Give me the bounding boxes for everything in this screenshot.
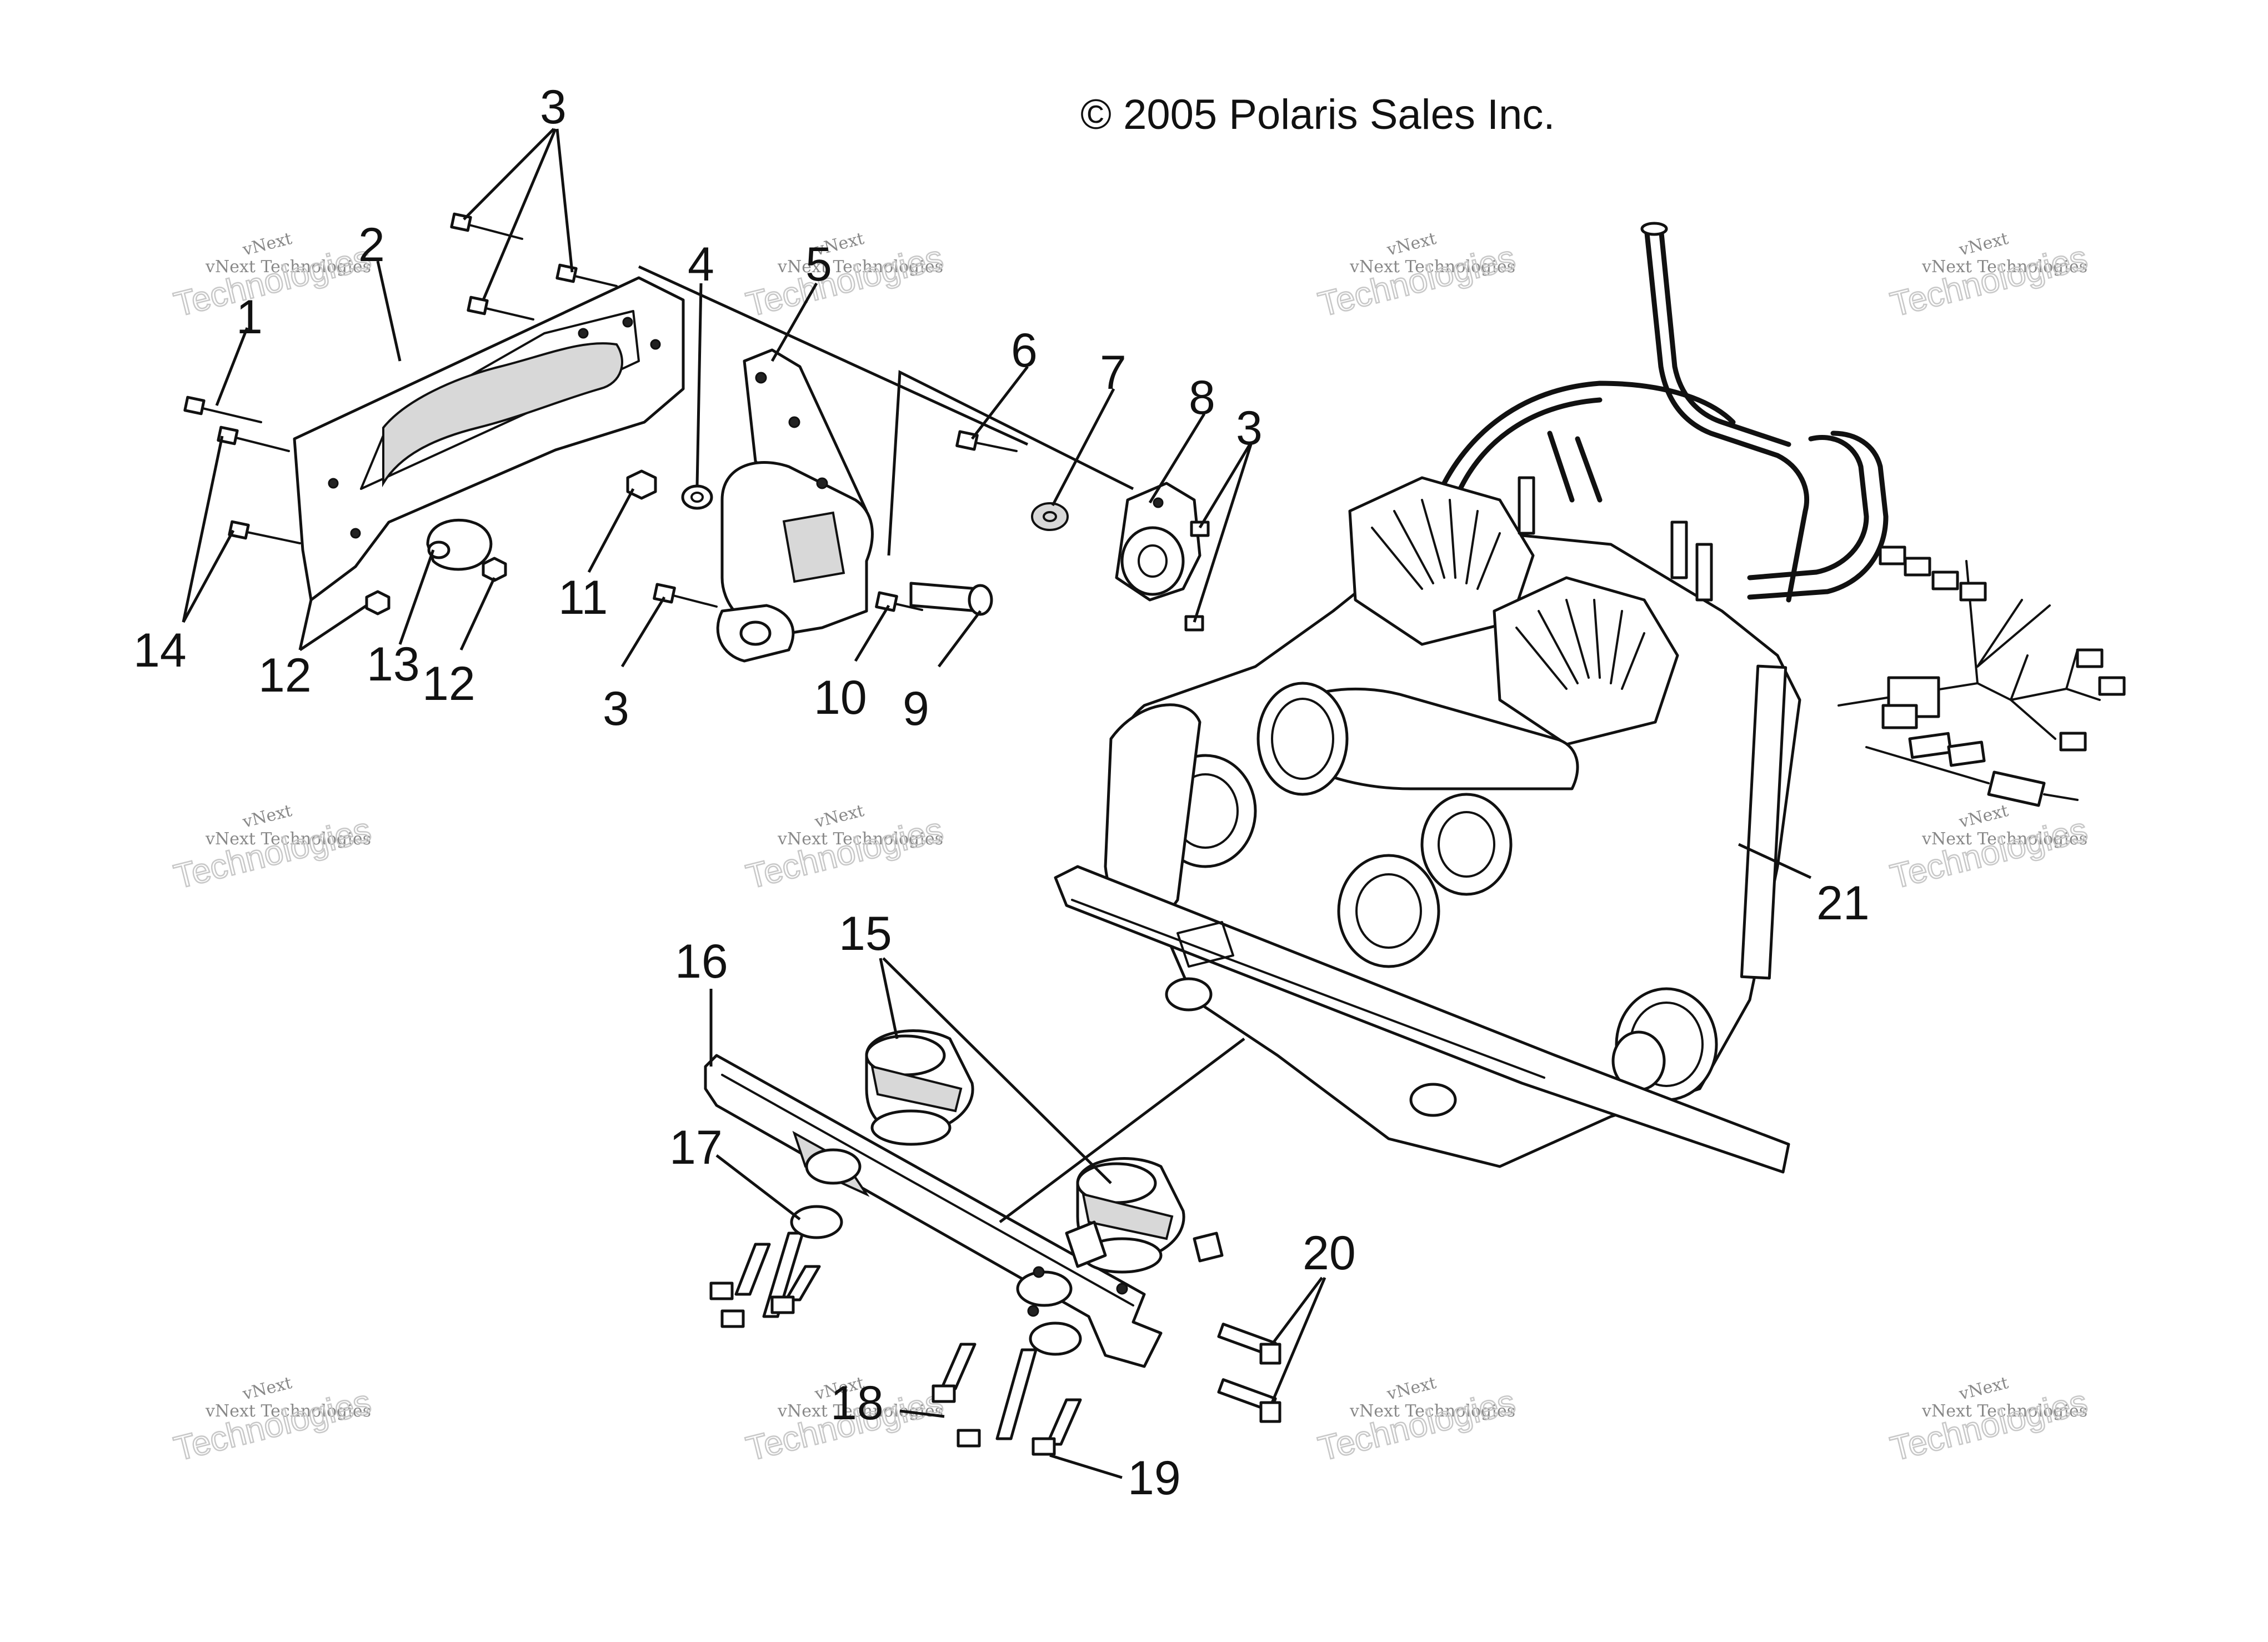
watermark: vNext vNext Technologies Technologies — [169, 801, 375, 897]
watermark: vNext vNext Technologies Technologies — [169, 1373, 375, 1469]
svg-text:vNext Technologies: vNext Technologies — [205, 257, 371, 277]
crossmember-16 — [704, 1054, 1163, 1368]
washer-7 — [1031, 502, 1069, 531]
leader-lines — [182, 128, 1812, 1479]
callout-19: 19 — [1128, 1451, 1181, 1505]
callout-3-right: 3 — [1236, 402, 1263, 455]
mount-bracket-5 — [716, 348, 874, 663]
pin-9 — [909, 582, 993, 616]
callout-15: 15 — [839, 907, 892, 960]
svg-text:vNext: vNext — [1384, 1373, 1438, 1404]
watermark: vNext vNext Technologies Technologies — [1314, 229, 1519, 325]
washer-4 — [681, 484, 713, 510]
bolt-6 — [955, 430, 1018, 452]
watermark: vNext vNext Technologies Technologies — [742, 801, 947, 897]
svg-text:vNext Technologies: vNext Technologies — [777, 257, 943, 277]
isolator-15-lower — [1065, 1157, 1224, 1274]
callout-16: 16 — [675, 935, 728, 988]
clamp-13 — [426, 518, 493, 571]
svg-text:vNext: vNext — [1956, 229, 2010, 260]
svg-text:vNext Technologies: vNext Technologies — [1349, 1401, 1515, 1421]
mount-8 — [1115, 482, 1201, 602]
svg-text:vNext: vNext — [240, 229, 294, 260]
callout-21: 21 — [1816, 877, 1870, 930]
bolts-17-left — [709, 1231, 821, 1328]
engine-21 — [1054, 222, 2126, 1174]
svg-text:vNext: vNext — [240, 1373, 294, 1404]
svg-text:vNext Technologies: vNext Technologies — [1921, 829, 2087, 849]
isolator-15-upper — [865, 1029, 974, 1146]
svg-text:vNext Technologies: vNext Technologies — [777, 1401, 943, 1421]
bolts-18-19 — [932, 1343, 1082, 1456]
watermark: vNext vNext Technologies Technologies — [742, 229, 947, 325]
callout-11: 11 — [558, 571, 608, 624]
svg-text:vNext Technologies: vNext Technologies — [205, 1401, 371, 1421]
svg-text:vNext: vNext — [240, 801, 294, 832]
callout-14: 14 — [133, 624, 187, 677]
callout-12-right: 12 — [422, 657, 475, 710]
svg-text:vNext Technologies: vNext Technologies — [1921, 1401, 2087, 1421]
watermark: vNext vNext Technologies Technologies — [169, 229, 375, 325]
callout-6: 6 — [1011, 324, 1038, 377]
bolts-3-right — [1184, 520, 1210, 632]
watermark: vNext vNext Technologies Technologies — [1886, 801, 2091, 897]
watermark: vNext vNext Technologies Technologies — [1886, 229, 2091, 325]
callout-18: 18 — [830, 1376, 884, 1430]
bolts-20 — [1217, 1323, 1281, 1423]
copyright-text: © 2005 Polaris Sales Inc. — [1080, 91, 1555, 138]
callout-3-lower: 3 — [603, 682, 629, 735]
callout-7: 7 — [1100, 346, 1127, 399]
callout-4: 4 — [688, 238, 714, 291]
bracket-plate-2 — [293, 276, 685, 602]
callout-13: 13 — [367, 638, 420, 691]
callout-12-left: 12 — [258, 649, 312, 702]
spacer-17 — [790, 1205, 1082, 1356]
svg-text:vNext: vNext — [1956, 1373, 2010, 1404]
watermark: vNext vNext Technologies Technologies — [1886, 1373, 2091, 1469]
nuts-12 — [365, 557, 507, 615]
callout-10: 10 — [814, 671, 867, 724]
callout-9: 9 — [903, 682, 929, 735]
callout-1: 1 — [236, 291, 263, 344]
callout-17: 17 — [669, 1121, 723, 1174]
svg-text:vNext Technologies: vNext Technologies — [205, 829, 371, 849]
svg-text:vNext: vNext — [1956, 801, 2010, 832]
callout-3-top: 3 — [540, 81, 567, 134]
callout-8: 8 — [1189, 371, 1215, 424]
svg-text:vNext: vNext — [812, 801, 866, 832]
nut-11 — [626, 469, 657, 500]
callout-5: 5 — [805, 238, 832, 291]
svg-text:vNext: vNext — [1384, 229, 1438, 260]
callout-20: 20 — [1303, 1227, 1356, 1280]
callout-labels: 1 2 3 4 5 6 7 8 3 14 12 13 12 11 3 10 9 … — [133, 81, 1870, 1505]
svg-text:vNext Technologies: vNext Technologies — [1349, 257, 1515, 277]
bolt-10 — [875, 591, 923, 612]
callout-2: 2 — [358, 218, 385, 272]
bolt-3-lower — [653, 583, 718, 608]
watermark: vNext vNext Technologies Technologies — [1314, 1373, 1519, 1469]
svg-text:vNext Technologies: vNext Technologies — [1921, 257, 2087, 277]
svg-text:vNext Technologies: vNext Technologies — [777, 829, 943, 849]
